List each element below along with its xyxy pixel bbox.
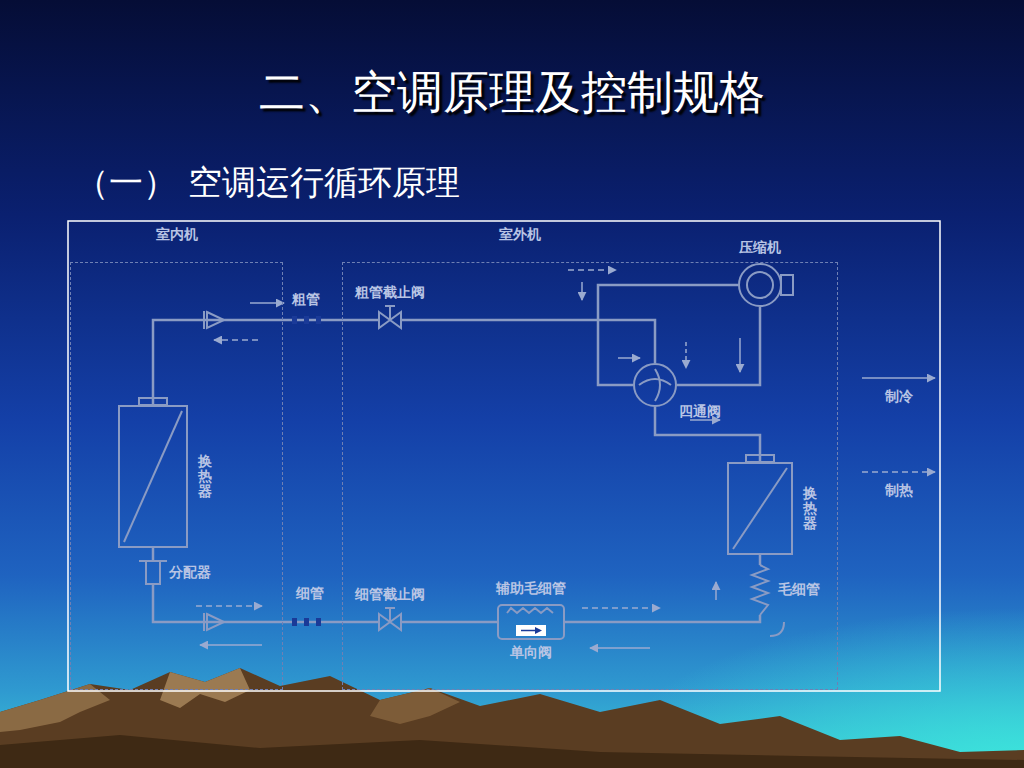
- four-way-valve-symbol: [633, 363, 677, 407]
- refrigerant-pipe: [402, 320, 655, 363]
- mode-label: 制冷: [885, 388, 913, 406]
- distributor: 分配器: [145, 560, 161, 585]
- refrigerant-pipe: [152, 548, 155, 560]
- outdoor-unit-region: 室外机粗管截止阀压缩机四通阀换热器毛细管细管截止阀辅助毛细管单向阀: [342, 226, 838, 690]
- refrigerant-pipe: [598, 285, 738, 385]
- part-label: 辅助毛细管: [496, 580, 566, 598]
- pipe-break: [292, 316, 321, 626]
- mode-label: 制热: [885, 482, 913, 500]
- refrigerant-pipe: [153, 585, 378, 622]
- refrigerant-pipe: [153, 320, 378, 405]
- section-subtitle: （一） 空调运行循环原理: [75, 160, 460, 206]
- refrigerant-pipe: [759, 555, 762, 565]
- part-label: 四通阀: [679, 403, 721, 421]
- heat-exchanger: 换热器: [727, 462, 793, 555]
- indoor-unit-region: 室内机换热器分配器: [70, 226, 283, 690]
- refrigerant-pipe: [402, 621, 497, 624]
- pipe-tail: [770, 622, 784, 636]
- diagram-frame: [68, 221, 940, 691]
- pipe-label: 粗管: [292, 291, 320, 309]
- heat-exchanger-symbol: [118, 405, 188, 548]
- part-label: 细管截止阀: [355, 586, 425, 604]
- flow-arrow: [196, 270, 935, 648]
- mountain-shadow: [0, 735, 1024, 768]
- dashed-boundary: [70, 262, 283, 690]
- distributor-symbol: [145, 560, 161, 585]
- part-label: 换热器: [803, 485, 817, 531]
- part-label: 粗管截止阀: [355, 284, 425, 302]
- capillary-tube-symbol: [750, 565, 770, 615]
- stop-valve-symbol: [378, 308, 402, 332]
- part-label: 毛细管: [778, 581, 820, 599]
- pipe-label: 细管: [296, 585, 324, 603]
- part-label: 换热器: [198, 453, 212, 499]
- part-label: 压缩机: [739, 239, 781, 257]
- part-label: 室内机: [156, 226, 198, 244]
- stop-valve-symbol: [378, 610, 402, 634]
- mountain-range: [0, 668, 1024, 768]
- capillary-tube: 毛细管: [750, 565, 770, 615]
- part-label: 室外机: [499, 226, 541, 244]
- compressor: 压缩机: [738, 263, 782, 307]
- mountain-highlight: [160, 668, 250, 708]
- slide-title: 二、空调原理及控制规格: [0, 62, 1024, 124]
- heat-exchanger: 换热器: [118, 405, 188, 548]
- refrigerant-pipe: [677, 307, 760, 385]
- four-way-valve: 四通阀: [633, 363, 677, 407]
- part-label: 分配器: [169, 564, 211, 582]
- heat-exchanger-symbol: [727, 462, 793, 555]
- dashed-boundary: [342, 262, 838, 690]
- refrigerant-pipe: [565, 615, 760, 622]
- aux-capillary-assembly-symbol: [497, 604, 565, 640]
- mountain-highlight: [370, 688, 460, 724]
- aux-capillary-assembly: 辅助毛细管单向阀: [497, 604, 565, 640]
- stop-valve: 粗管截止阀: [378, 308, 402, 332]
- part-label: 单向阀: [510, 644, 552, 662]
- compressor-symbol: [738, 263, 782, 307]
- stop-valve: 细管截止阀: [378, 610, 402, 634]
